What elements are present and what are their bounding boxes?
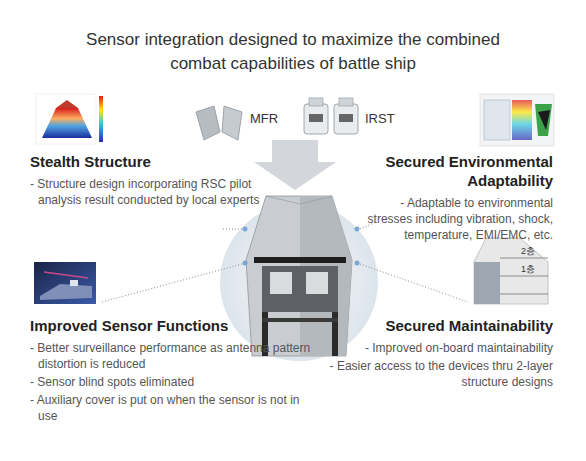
equipment-bay [262,266,338,312]
feature-bullet: - Improved on-board maintainability [317,340,553,356]
leader-line [360,264,468,302]
roof-line [266,196,300,204]
housing-cutaway [474,238,548,304]
rcs-pyramid [42,108,92,138]
equipment [306,272,328,294]
deck-model [40,284,92,300]
mfr-panel [196,106,220,140]
sensor-name: IRST [365,111,395,127]
housing-side [474,262,500,304]
feature-bullet: - Auxiliary cover is put on when the sen… [30,392,320,424]
analysis-frame [36,94,96,144]
leader-dot [355,227,360,232]
irst-window [309,114,323,122]
stress-plot [512,100,532,140]
feature-bullet: - Easier access to the devices thru 2-la… [317,358,553,390]
leader-dot [243,227,248,232]
leader-line [222,229,242,230]
merge-arrow [254,140,336,190]
feature-heading: Secured Maintainability [317,316,553,335]
feature-bullet: - Better surveillance performance as ant… [30,340,320,372]
feature-bullet: - Sensor blind spots eliminated [30,374,320,390]
feature-bullet: - Adaptable to environmental stresses in… [353,195,553,243]
irst-unit [304,104,328,134]
irst-head [309,98,323,106]
color-scale [99,96,103,142]
simulation-screen [34,262,96,304]
beam-line [44,272,88,278]
stress-model-detail [538,110,550,130]
deck-line [500,276,548,277]
feature-heading: Secured Environmental Adaptability [353,152,553,190]
layer-number: 2층 [521,246,535,257]
mast-deck [262,318,338,322]
analysis-panel [484,100,510,140]
layer-number: 1층 [521,264,535,275]
feature-heading: Stealth Structure [30,152,252,171]
sensor-mast [70,280,78,286]
roof-line [300,196,332,204]
irst-window [339,114,353,122]
deck-line [500,258,548,259]
irst-head [339,98,353,106]
feature-heading: Improved Sensor Functions [30,316,312,335]
deck-line [500,294,548,295]
rcs-pyramid-top [56,100,78,108]
leader-line [102,264,242,302]
leader-dot [243,261,248,266]
mfr-panel [222,106,242,140]
sensor-band [254,257,346,263]
analysis-window [480,94,554,146]
leader-dot [355,261,360,266]
title: Sensor integration designed to maximize … [58,28,528,76]
equipment [270,272,292,294]
integrated-mast [246,196,352,356]
stress-model [535,104,552,136]
irst-unit [334,104,358,134]
sensor-name: MFR [250,111,278,127]
mast-facet [300,196,352,356]
feature-bullet: - Structure design incorporating RSC pil… [30,176,260,208]
